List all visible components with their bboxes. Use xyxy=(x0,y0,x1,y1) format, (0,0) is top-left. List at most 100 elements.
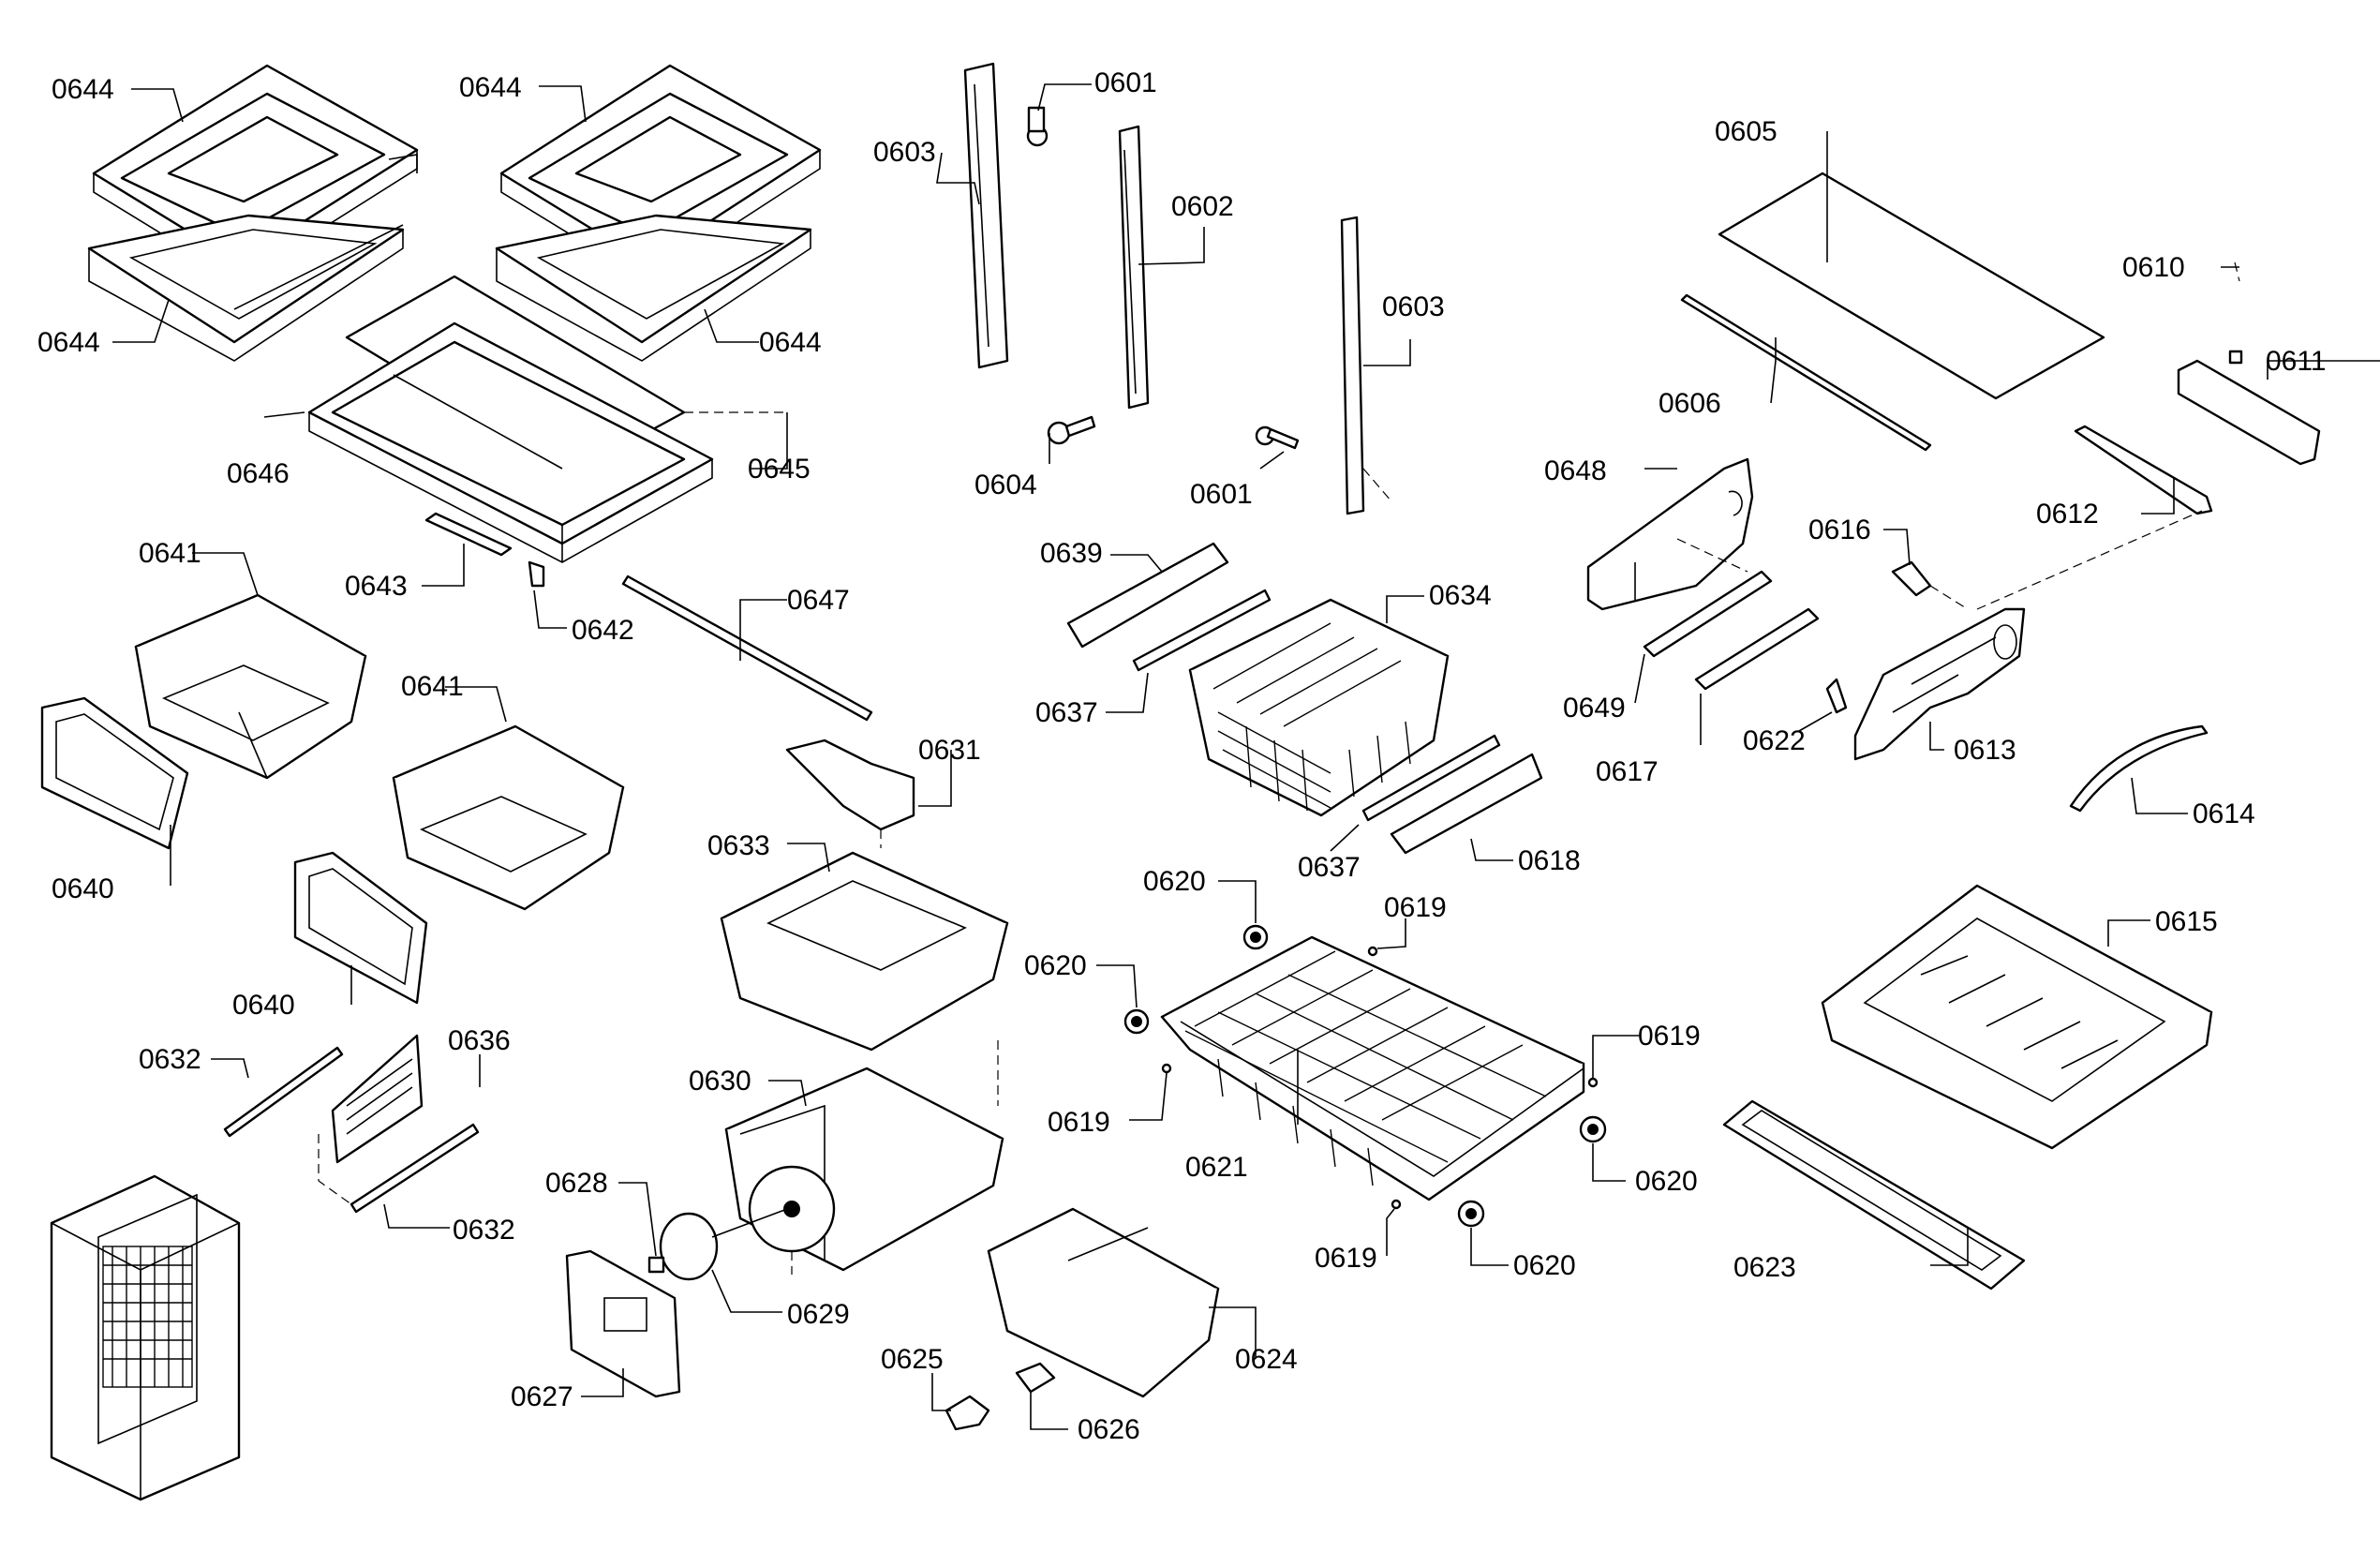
callout-0612: 0612 xyxy=(2036,499,2099,530)
rollers-0620 xyxy=(1123,924,1607,1228)
callout-0614: 0614 xyxy=(2193,798,2255,829)
door-shelf-0644-top-left xyxy=(92,64,419,282)
rail-0637-lower xyxy=(1361,734,1501,822)
rail-0612 xyxy=(2074,425,2213,515)
callout-0630: 0630 xyxy=(689,1066,751,1097)
callout-0622: 0622 xyxy=(1743,725,1806,756)
callout-0620: 0620 xyxy=(1635,1166,1698,1197)
clip-0625 xyxy=(945,1395,990,1431)
door-shelf-0644-bottom-left xyxy=(87,214,405,362)
tray-0615 xyxy=(1821,884,2213,1150)
callout-0644: 0644 xyxy=(52,74,114,105)
wire-basket-0621 xyxy=(1160,935,1585,1201)
callout-0628: 0628 xyxy=(545,1168,608,1199)
trim-rod-0647 xyxy=(621,575,873,722)
callout-0620: 0620 xyxy=(1143,866,1206,897)
cabinet-sketch xyxy=(50,1174,241,1501)
callout-0640: 0640 xyxy=(52,873,114,904)
shelf-rail-0643 xyxy=(424,512,513,557)
strip-0649 xyxy=(1643,570,1773,658)
callout-0633: 0633 xyxy=(707,830,770,861)
callout-0641: 0641 xyxy=(139,538,201,569)
callout-0634: 0634 xyxy=(1429,580,1492,611)
callout-labels: 0644 0644 0644 0644 0646 0645 0643 0642 … xyxy=(37,67,2327,1445)
auger-motor-0629 xyxy=(659,1208,788,1281)
callout-0601: 0601 xyxy=(1190,479,1253,510)
callout-0637: 0637 xyxy=(1035,697,1098,728)
callout-0639: 0639 xyxy=(1040,538,1103,569)
divider-0618 xyxy=(1390,753,1543,855)
cover-0648 xyxy=(1586,457,1754,611)
rail-0632-upper xyxy=(223,1046,344,1138)
callout-0647: 0647 xyxy=(787,585,850,616)
callout-0645: 0645 xyxy=(748,454,811,485)
callout-0619: 0619 xyxy=(1315,1243,1377,1274)
callout-0649: 0649 xyxy=(1563,693,1626,724)
glass-shelf-0605 xyxy=(1718,172,2105,400)
callout-0613: 0613 xyxy=(1954,735,2016,766)
leader-lines xyxy=(112,83,2380,1430)
rail-0637-upper xyxy=(1132,589,1272,672)
callout-0604: 0604 xyxy=(974,470,1037,500)
screws-0619 xyxy=(1161,946,1599,1210)
callout-0637: 0637 xyxy=(1298,852,1361,883)
callout-0619: 0619 xyxy=(1048,1107,1110,1138)
callout-0619: 0619 xyxy=(1384,892,1447,923)
clip-0622 xyxy=(1825,678,1848,714)
screw-0604 xyxy=(1047,415,1096,445)
callout-0619: 0619 xyxy=(1638,1021,1701,1052)
callout-0640: 0640 xyxy=(232,990,295,1021)
callout-0603: 0603 xyxy=(1382,291,1445,322)
crisper-drawer-0641-lower xyxy=(392,724,625,911)
callout-0606: 0606 xyxy=(1659,388,1721,419)
scoop-0631 xyxy=(785,739,915,831)
shelf-ladder-0603-left xyxy=(963,62,1009,369)
shelf-frame-0646 xyxy=(307,321,714,563)
callout-0643: 0643 xyxy=(345,571,408,602)
callout-0624: 0624 xyxy=(1235,1344,1298,1375)
bin-0624 xyxy=(987,1207,1220,1398)
callout-0616: 0616 xyxy=(1808,515,1871,545)
callout-0611: 0611 xyxy=(2266,346,2327,377)
callout-0602: 0602 xyxy=(1171,191,1234,222)
callout-0627: 0627 xyxy=(511,1381,573,1412)
callout-0629: 0629 xyxy=(787,1299,850,1330)
cover-0628 xyxy=(647,1256,665,1274)
callout-0618: 0618 xyxy=(1518,845,1581,876)
callout-0644: 0644 xyxy=(459,72,522,103)
callout-0632: 0632 xyxy=(139,1044,201,1075)
bracket-0611 xyxy=(2177,350,2321,466)
callout-0621: 0621 xyxy=(1185,1152,1248,1183)
callout-0617: 0617 xyxy=(1596,756,1659,787)
callout-0646: 0646 xyxy=(227,458,290,489)
callout-0605: 0605 xyxy=(1715,116,1778,147)
cover-0623 xyxy=(1722,1099,2026,1291)
callout-0620: 0620 xyxy=(1513,1250,1576,1281)
wire-0614 xyxy=(2069,724,2209,813)
trim-0606 xyxy=(1680,293,1932,452)
door-shelf-0644-top-right xyxy=(499,64,822,282)
door-shelf-0644-bottom-right xyxy=(495,214,812,362)
callout-0642: 0642 xyxy=(572,615,634,646)
shelf-ladder-0603-right xyxy=(1340,216,1365,515)
callout-0631: 0631 xyxy=(918,735,981,766)
divider-0639 xyxy=(1066,542,1229,649)
callout-0626: 0626 xyxy=(1078,1414,1140,1445)
screw-0601-top xyxy=(1026,106,1049,147)
drawer-front-0640-upper xyxy=(40,696,189,850)
ice-bin-0633 xyxy=(720,851,1009,1052)
callout-0601: 0601 xyxy=(1094,67,1157,98)
callout-0620: 0620 xyxy=(1024,950,1087,981)
ice-bin-0630 xyxy=(724,1067,1004,1272)
wire-basket-0634 xyxy=(1188,598,1450,817)
clip-0626 xyxy=(1015,1362,1056,1394)
callout-0636: 0636 xyxy=(448,1025,511,1056)
callout-0644: 0644 xyxy=(37,327,100,358)
crisper-drawer-0641-upper xyxy=(134,593,367,780)
screw-0616 xyxy=(1891,560,1932,597)
strip-0617 xyxy=(1694,607,1820,691)
callout-0603: 0603 xyxy=(873,137,936,168)
callout-0632: 0632 xyxy=(453,1215,515,1246)
screw-0601-bottom xyxy=(1255,425,1300,450)
